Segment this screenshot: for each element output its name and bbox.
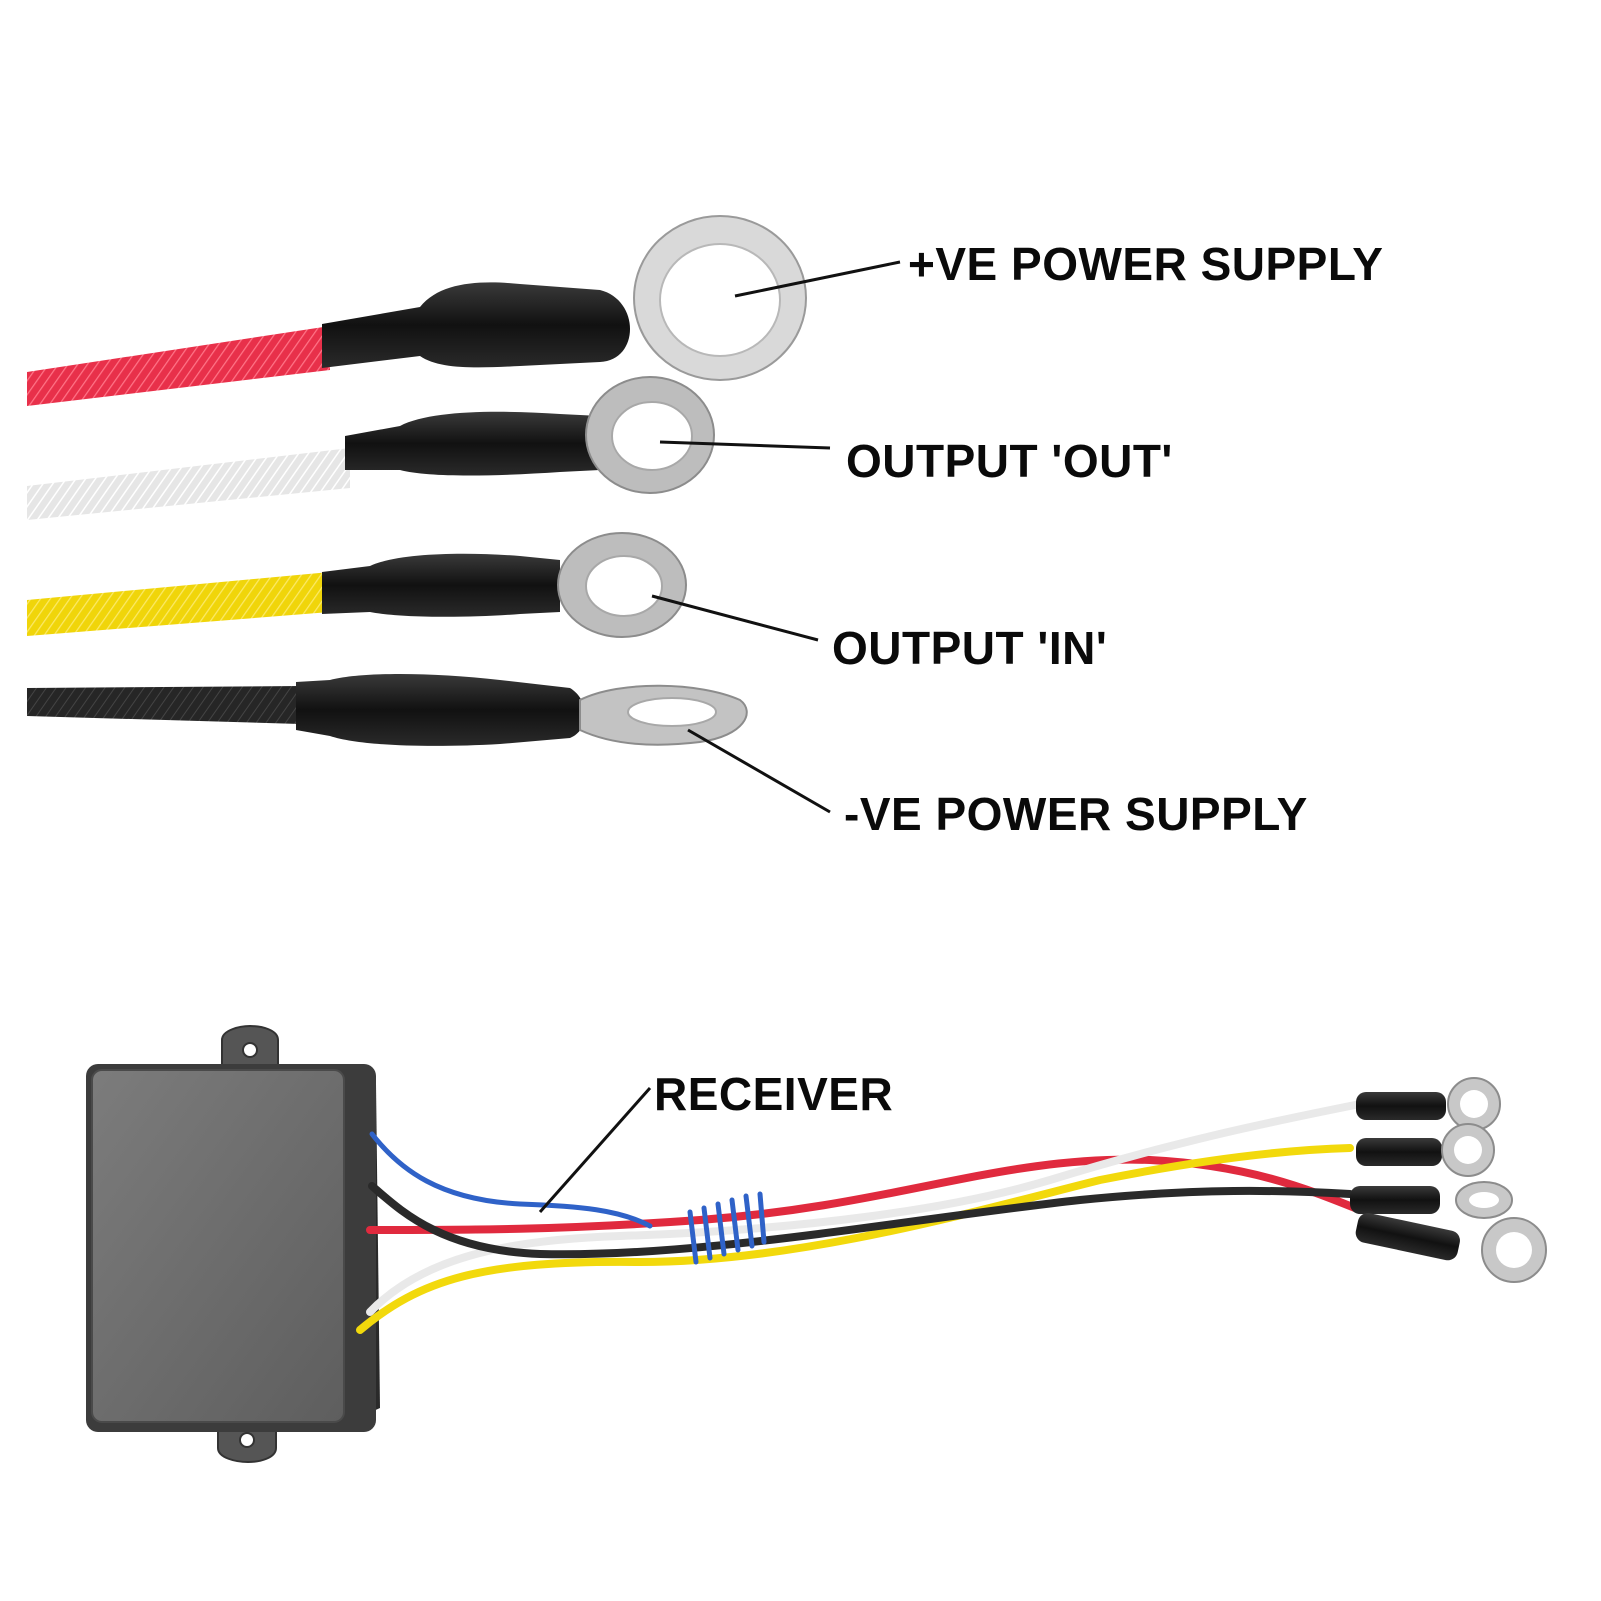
label-positive-power-supply: +VE POWER SUPPLY [908,238,1384,290]
pointer-line-positive [734,260,901,298]
pointer-line-negative [687,728,831,814]
pointer-line-output-out [659,440,831,450]
receiver-terminals [1350,1077,1547,1283]
white-wire-lead [27,376,715,520]
receiver-module [86,1024,380,1464]
black-wire-lead [27,674,748,746]
label-output-out: OUTPUT 'OUT' [846,435,1173,487]
label-negative-power-supply: -VE POWER SUPPLY [844,788,1308,840]
red-wire-lead [27,215,807,406]
pointer-line-output-in [651,594,819,642]
label-output-in: OUTPUT 'IN' [832,622,1108,674]
receiver-wire-bundle [356,1100,1364,1334]
yellow-wire-lead [27,532,687,638]
label-receiver: RECEIVER [654,1068,894,1120]
pointer-line-receiver [538,1087,652,1213]
